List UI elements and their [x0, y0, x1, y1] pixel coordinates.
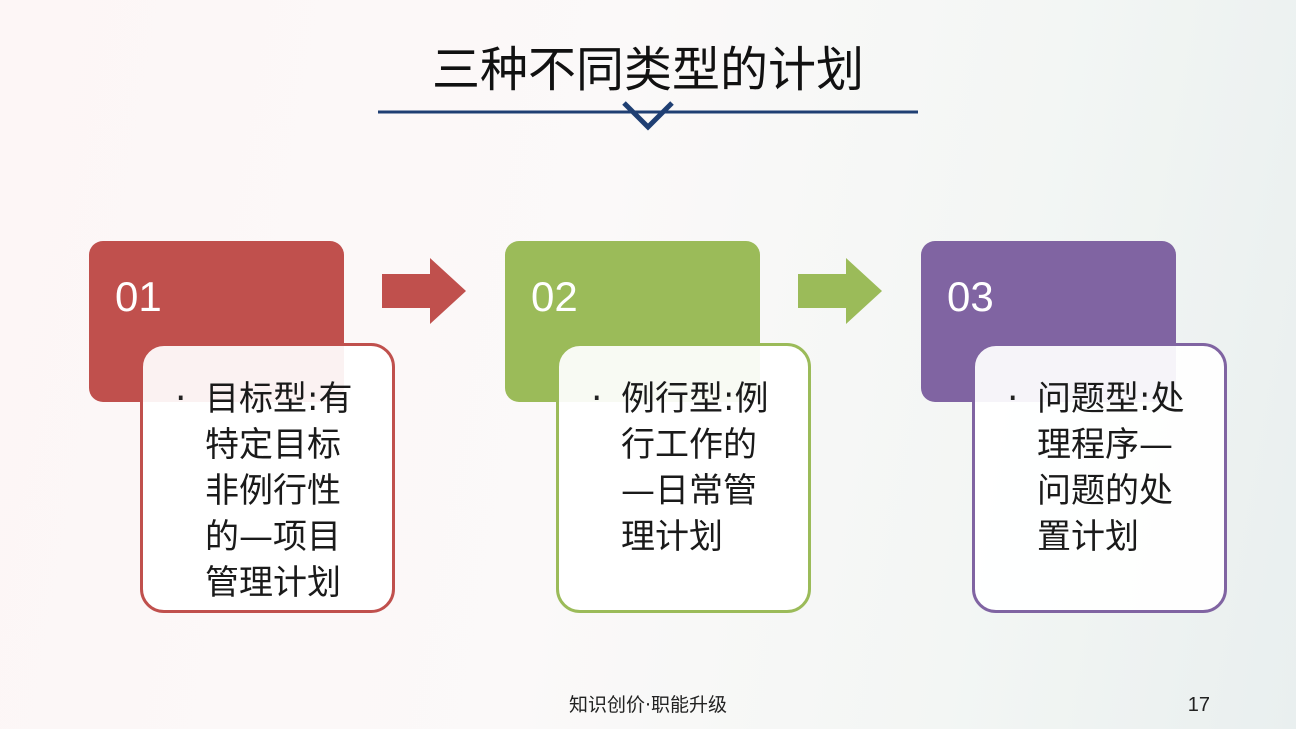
card-03-bullet: · — [1007, 378, 1019, 419]
card-01-body: · 目标型:有特定目标非例行性的—项目管理计划 — [140, 343, 395, 613]
arrow-1-shape — [382, 258, 466, 324]
card-02-number: 02 — [531, 273, 578, 320]
arrow-right-icon — [798, 258, 882, 324]
card-02-text: 例行型:例行工作的—日常管理计划 — [621, 379, 769, 557]
footer-slogan: 知识创价·职能升级 — [568, 694, 728, 716]
card-02-body: · 例行型:例行工作的—日常管理计划 — [556, 343, 811, 613]
card-01-text: 目标型:有特定目标非例行性的—项目管理计划 — [205, 379, 353, 603]
card-03-text: 问题型:处理程序—问题的处置计划 — [1037, 379, 1185, 557]
card-03-body: · 问题型:处理程序—问题的处置计划 — [972, 343, 1227, 613]
chevron-down-icon — [622, 101, 674, 131]
card-01-number: 01 — [115, 273, 162, 320]
slide-title: 三种不同类型的计划 — [431, 42, 864, 98]
arrow-2-shape — [798, 258, 882, 324]
arrow-right-icon — [382, 258, 466, 324]
card-03-number: 03 — [947, 273, 994, 320]
page-number: 17 — [1187, 694, 1210, 716]
title-underline — [378, 101, 918, 131]
card-01-bullet: · — [175, 378, 187, 419]
card-02-bullet: · — [591, 378, 603, 419]
